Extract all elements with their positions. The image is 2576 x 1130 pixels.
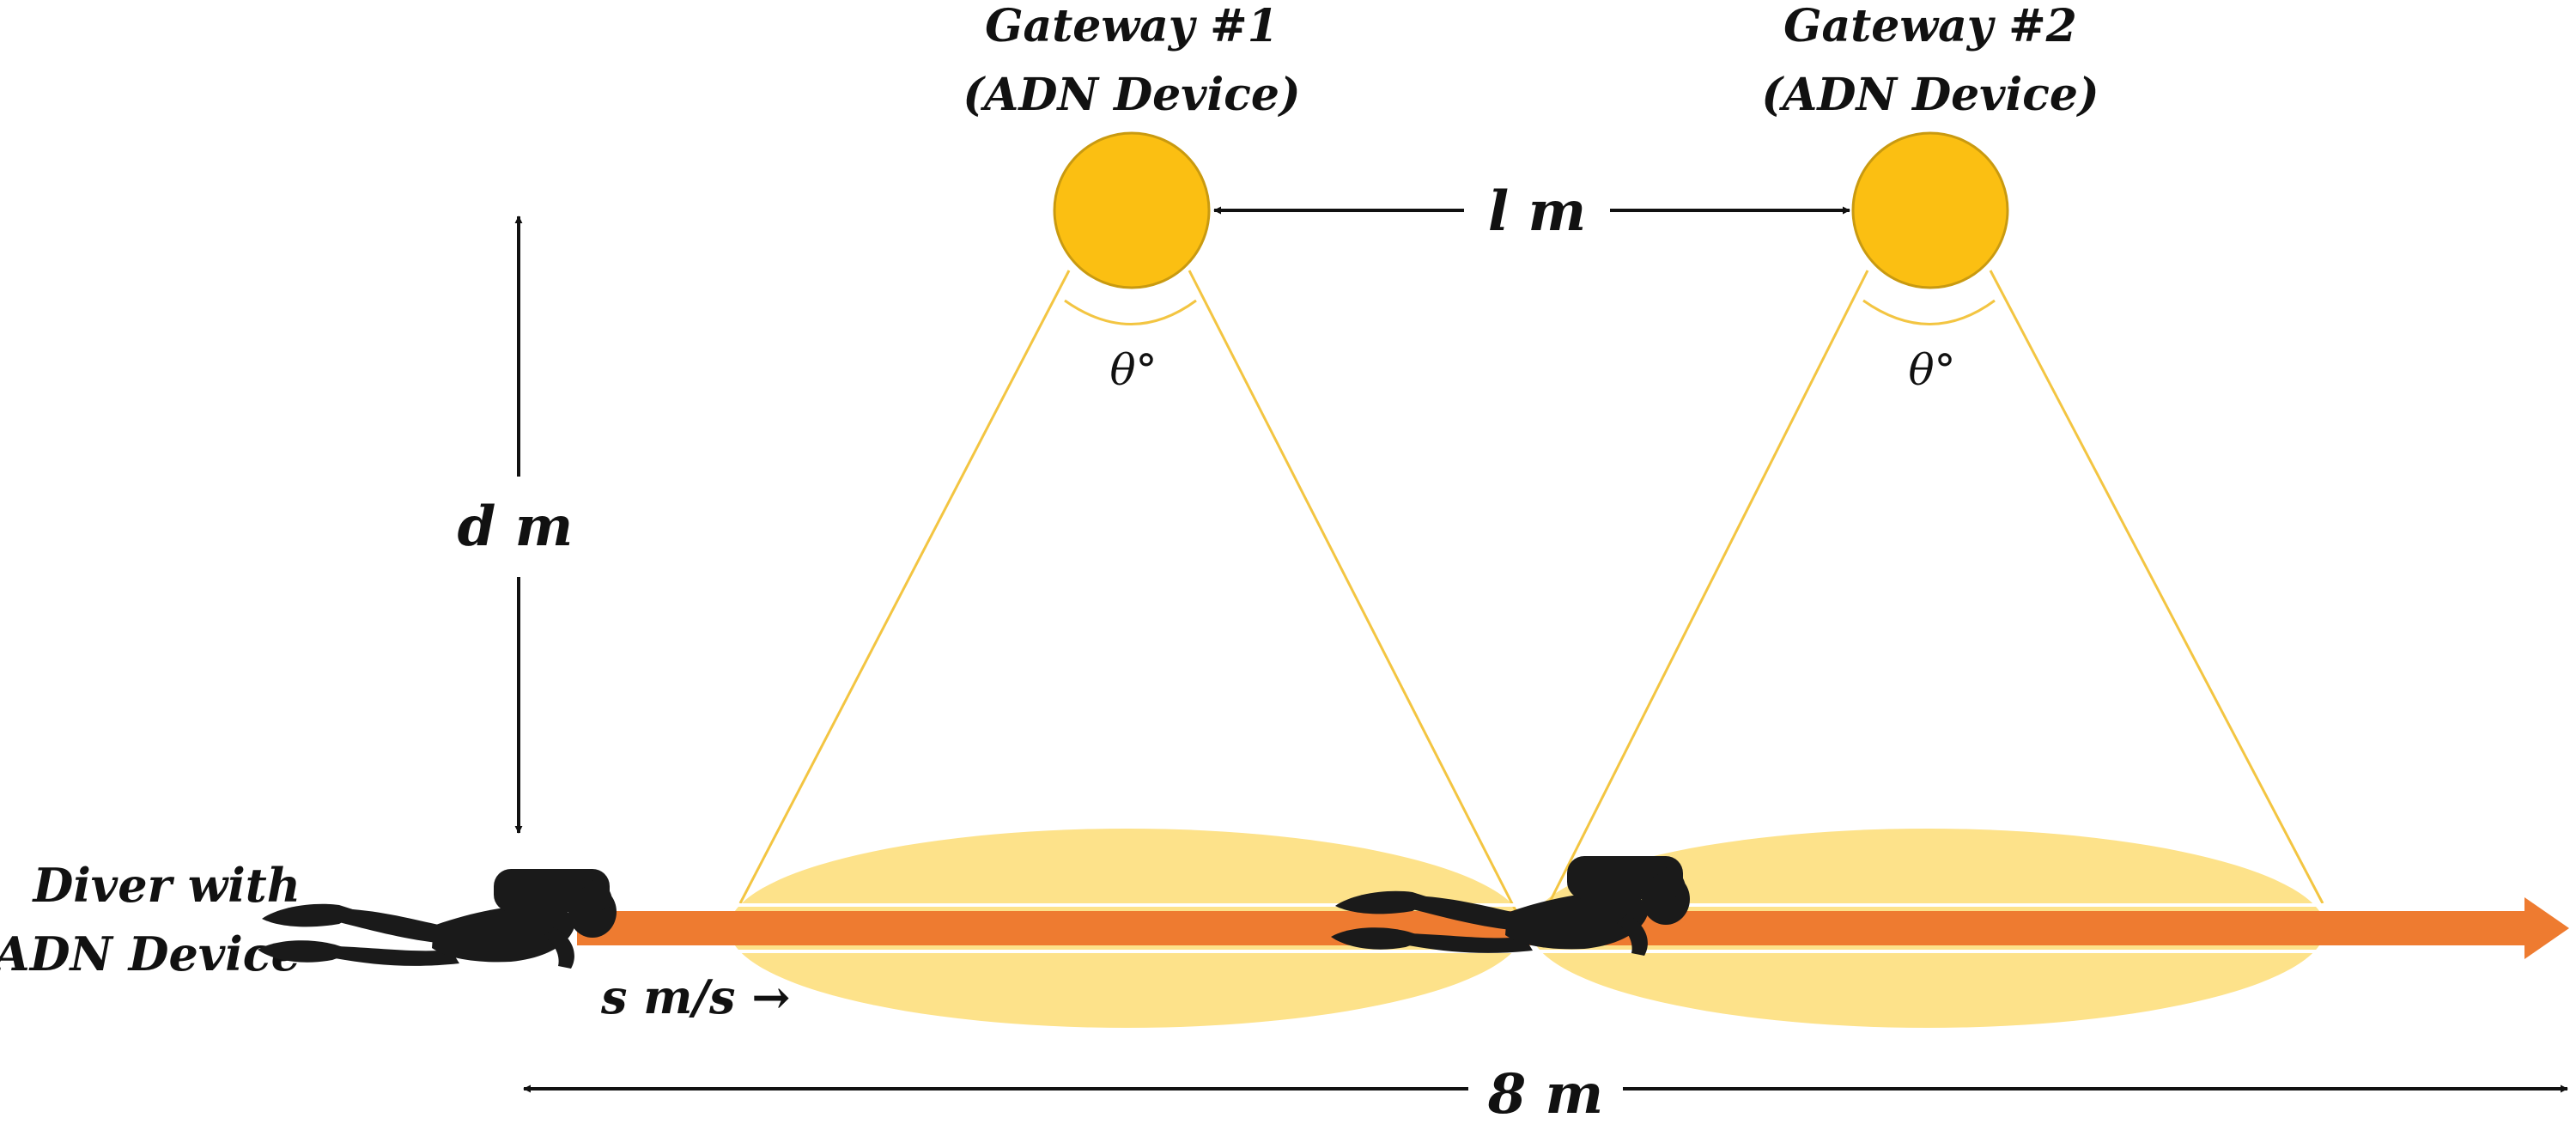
angle-label-2: θ°: [1908, 345, 1955, 395]
length-label: 8 m: [1487, 1062, 1604, 1127]
gateway-2-subtitle: (ADN Device): [1761, 69, 2099, 121]
gateway-1-node: [1053, 131, 1211, 289]
gateway-1-subtitle: (ADN Device): [963, 69, 1300, 121]
beam-line-2-left: [1540, 270, 1869, 920]
diver-label-line2: ADN Device: [0, 926, 301, 981]
gateway-2-title: Gateway #2: [1783, 0, 2077, 52]
angle-arc-1: [1064, 299, 1197, 325]
diver-path-arrowhead: [2524, 897, 2569, 959]
spacing-label: l m: [1488, 179, 1586, 244]
gateway-1-title: Gateway #1: [985, 0, 1279, 52]
beam-line-1-left: [738, 270, 1071, 904]
beam-line-2-right: [1989, 270, 2324, 904]
diver-icon-start: [258, 869, 617, 969]
speed-label: s m/s →: [600, 969, 791, 1024]
angle-arc-2: [1862, 299, 1996, 325]
depth-label: d m: [458, 495, 574, 559]
gateway-2-node: [1851, 131, 2009, 289]
angle-label-1: θ°: [1109, 345, 1157, 395]
diver-label-line1: Diver with: [31, 858, 301, 913]
beam-line-1-right: [1188, 270, 1522, 920]
